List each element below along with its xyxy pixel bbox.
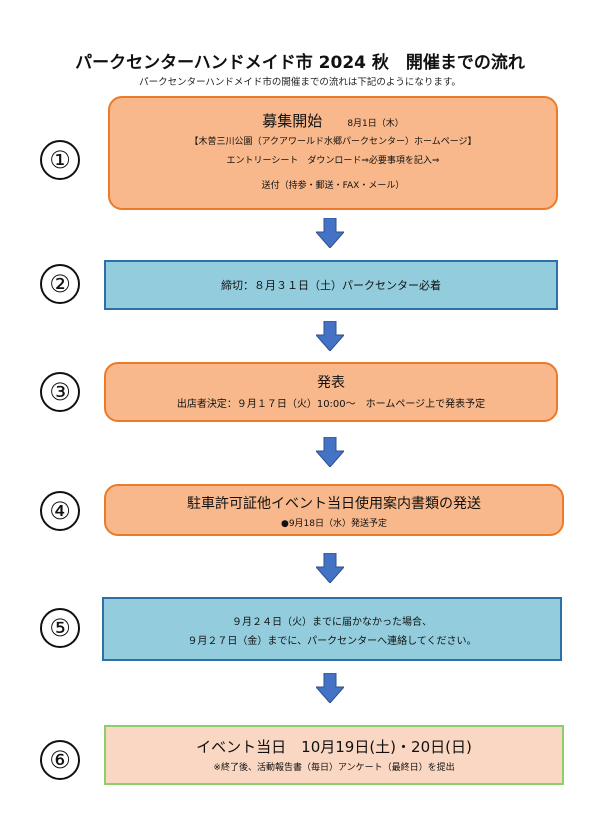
step-6-heading: イベント当日 10月19日(土)・20日(日)	[196, 738, 472, 756]
step-1-line3: 送付（持参・郵送・FAX・メール）	[261, 181, 405, 191]
step-5-box: ９月２４日（火）までに届かなかった場合、 ９月２７日（金）までに、パークセンター…	[102, 597, 562, 661]
step-1-heading: 募集開始	[262, 112, 323, 130]
step-number-6: ⑥	[40, 740, 80, 780]
step-1-line2: エントリーシート ダウンロード⇒必要事項を記入⇒	[226, 156, 440, 166]
step-number-5: ⑤	[40, 608, 80, 648]
down-arrow-icon	[316, 437, 344, 467]
step-6-box: イベント当日 10月19日(土)・20日(日) ※終了後、活動報告書（毎日）アン…	[104, 725, 564, 785]
step-1-date: 8月1日（木）	[347, 119, 404, 129]
step-4-heading: 駐車許可証他イベント当日使用案内書類の発送	[187, 496, 481, 512]
step-3-heading: 発表	[317, 375, 345, 391]
step-4-box: 駐車許可証他イベント当日使用案内書類の発送 ●9月18日（水）発送予定	[104, 484, 564, 536]
down-arrow-icon	[316, 218, 344, 248]
page-subtitle: パークセンターハンドメイド市の開催までの流れは下記のようになります。	[139, 77, 461, 88]
down-arrow-icon	[316, 553, 344, 583]
step-2-box: 締切：８月３１日（土）パークセンター必着	[104, 260, 558, 310]
step-number-2: ②	[40, 264, 80, 304]
page-title: パークセンターハンドメイド市 2024 秋 開催までの流れ	[75, 53, 525, 73]
step-5-line1: ９月２４日（火）までに届かなかった場合、	[232, 617, 432, 628]
step-number-4: ④	[40, 491, 80, 531]
step-4-line1: ●9月18日（水）発送予定	[280, 519, 388, 529]
step-1-line1: 【木曽三川公園（アクアワールド水郷パークセンター）ホームページ】	[189, 137, 477, 147]
step-1-box: 募集開始 8月1日（木） 【木曽三川公園（アクアワールド水郷パークセンター）ホー…	[108, 96, 558, 210]
step-3-line1: 出店者決定：９月１７日（火）10:00～ ホームページ上で発表予定	[176, 399, 486, 410]
step-5-line2: ９月２７日（金）までに、パークセンターへ連絡してください。	[187, 636, 477, 647]
step-6-line1: ※終了後、活動報告書（毎日）アンケート（最終日）を提出	[213, 763, 455, 773]
down-arrow-icon	[316, 673, 344, 703]
step-3-box: 発表 出店者決定：９月１７日（火）10:00～ ホームページ上で発表予定	[104, 362, 558, 422]
step-2-text: 締切：８月３１日（土）パークセンター必着	[221, 279, 441, 292]
step-number-1: ①	[40, 140, 80, 180]
down-arrow-icon	[316, 321, 344, 351]
step-number-3: ③	[40, 372, 80, 412]
